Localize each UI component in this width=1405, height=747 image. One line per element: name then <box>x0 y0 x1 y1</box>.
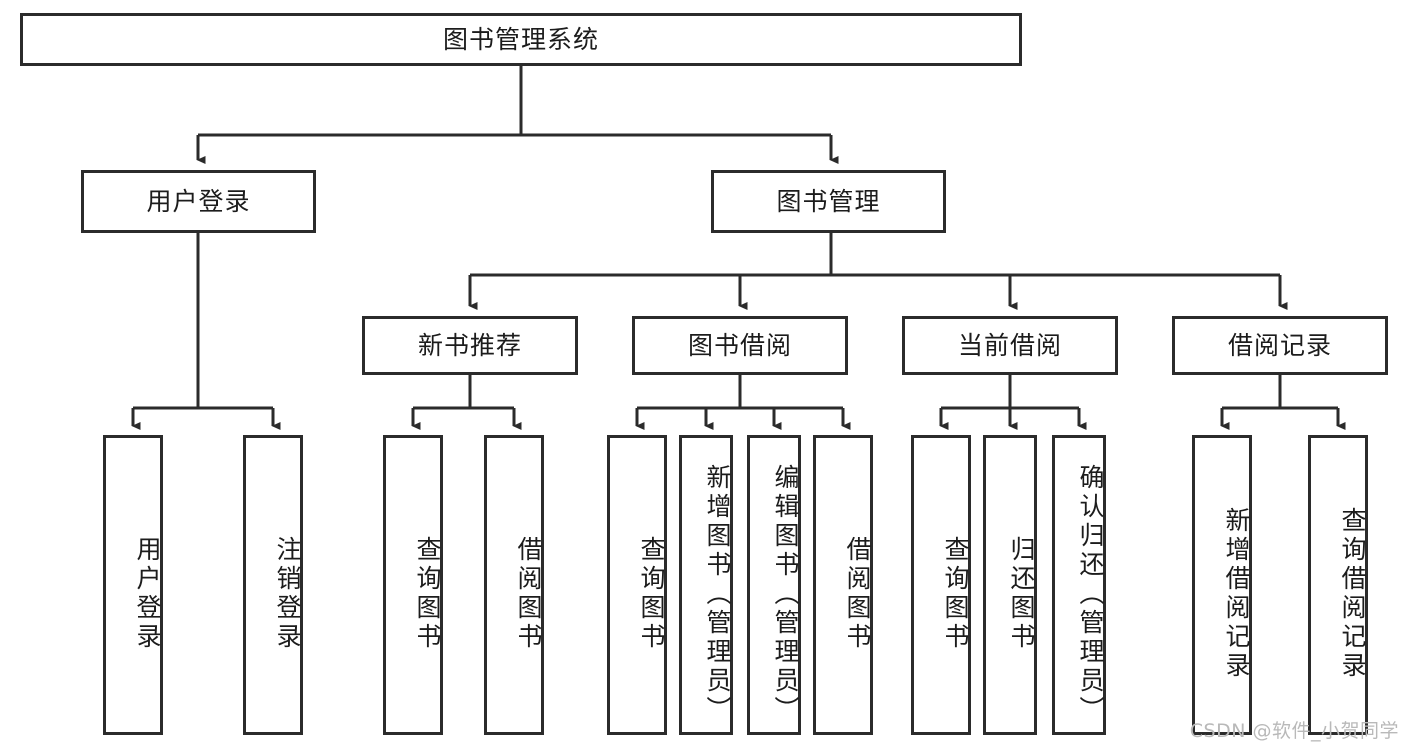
node-label: 用户登录 <box>146 186 251 216</box>
node-label: 借阅图书 <box>843 536 872 652</box>
leaf-query-book-recommend[interactable]: 查询图书 <box>383 435 443 735</box>
leaf-user-logout[interactable]: 注销登录 <box>243 435 303 735</box>
node-label: 查询借阅记录 <box>1338 507 1367 681</box>
node-label: 图书借阅 <box>687 330 792 360</box>
node-label: 查询图书 <box>413 536 442 652</box>
leaf-edit-book-admin[interactable]: 编辑图书（管理员） <box>747 435 801 735</box>
node-label: 新增图书（管理员） <box>703 463 732 725</box>
node-label: 查询图书 <box>637 536 666 652</box>
node-label: 图书管理系统 <box>442 24 599 54</box>
node-root-book-management-system[interactable]: 图书管理系统 <box>20 13 1022 66</box>
node-label: 编辑图书（管理员） <box>771 463 800 725</box>
node-label: 归还图书 <box>1007 536 1036 652</box>
node-current-borrow[interactable]: 当前借阅 <box>902 316 1118 375</box>
leaf-borrow-book[interactable]: 借阅图书 <box>813 435 873 735</box>
node-label: 确认归还（管理员） <box>1076 463 1105 725</box>
node-book-management[interactable]: 图书管理 <box>711 170 946 233</box>
node-new-book-recommend[interactable]: 新书推荐 <box>362 316 578 375</box>
node-label: 借阅记录 <box>1227 330 1332 360</box>
leaf-query-book-borrow[interactable]: 查询图书 <box>607 435 667 735</box>
leaf-query-book-current[interactable]: 查询图书 <box>911 435 971 735</box>
leaf-user-login[interactable]: 用户登录 <box>103 435 163 735</box>
leaf-return-book[interactable]: 归还图书 <box>983 435 1037 735</box>
node-label: 借阅图书 <box>514 536 543 652</box>
node-label: 注销登录 <box>273 536 302 652</box>
node-borrow-record[interactable]: 借阅记录 <box>1172 316 1388 375</box>
node-label: 用户登录 <box>133 536 162 652</box>
node-label: 图书管理 <box>776 186 881 216</box>
node-label: 新增借阅记录 <box>1222 507 1251 681</box>
leaf-add-borrow-record[interactable]: 新增借阅记录 <box>1192 435 1252 735</box>
node-book-borrow[interactable]: 图书借阅 <box>632 316 848 375</box>
csdn-watermark: CSDN @软件_小贺同学 <box>1189 720 1399 742</box>
node-label: 当前借阅 <box>957 330 1062 360</box>
leaf-query-borrow-record[interactable]: 查询借阅记录 <box>1308 435 1368 735</box>
node-user-login[interactable]: 用户登录 <box>81 170 316 233</box>
leaf-borrow-book-recommend[interactable]: 借阅图书 <box>484 435 544 735</box>
leaf-add-book-admin[interactable]: 新增图书（管理员） <box>679 435 733 735</box>
node-label: 查询图书 <box>941 536 970 652</box>
leaf-confirm-return-admin[interactable]: 确认归还（管理员） <box>1052 435 1106 735</box>
node-label: 新书推荐 <box>417 330 522 360</box>
